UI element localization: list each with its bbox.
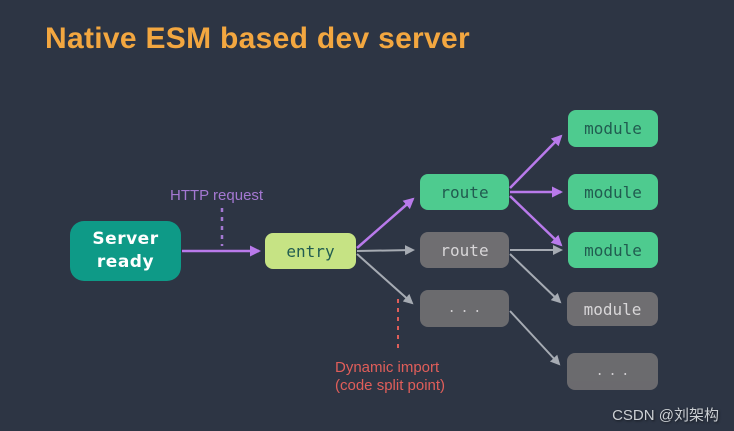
page-title: Native ESM based dev server (45, 22, 470, 55)
dynamic-import-label: Dynamic import (code split point) (335, 359, 445, 396)
edge-entry-route-more (356, 253, 414, 305)
node-module-more-label: ... (595, 364, 635, 379)
node-module-2: module (568, 174, 658, 210)
node-route-more: ... (420, 290, 509, 327)
watermark: CSDN @刘架构 (612, 407, 719, 424)
edge-entry-route-inactive (356, 245, 415, 256)
edge-route-active-module-1 (509, 134, 563, 189)
edge-entry-route-active (356, 197, 415, 249)
dynamic-import-line1: Dynamic import (335, 359, 440, 376)
node-module-2-label: module (584, 182, 642, 202)
dynamic-import-line2: (code split point) (335, 377, 446, 395)
node-route-more-label: ... (447, 301, 487, 316)
node-server-ready-label: Server ready (92, 229, 159, 272)
node-entry: entry (265, 233, 356, 269)
node-server-ready: Server ready (70, 221, 181, 281)
node-entry-label: entry (286, 241, 335, 261)
node-route-inactive: route (420, 232, 509, 268)
node-module-3: module (568, 232, 658, 268)
edge-route-inactive-module-4 (509, 253, 562, 304)
node-module-1: module (568, 110, 658, 147)
node-route-active: route (420, 174, 509, 210)
node-module-3-label: module (584, 240, 642, 260)
node-module-more: ... (567, 353, 658, 390)
edge-route-active-module-3 (509, 195, 563, 247)
edge-route-more-module-more (509, 310, 561, 366)
http-request-label: HTTP request (170, 187, 264, 204)
node-module-4: module (567, 292, 658, 326)
node-module-1-label: module (584, 119, 642, 138)
node-module-4-label: module (583, 299, 642, 319)
node-route-active-label: route (440, 182, 489, 202)
node-route-inactive-label: route (440, 240, 489, 260)
